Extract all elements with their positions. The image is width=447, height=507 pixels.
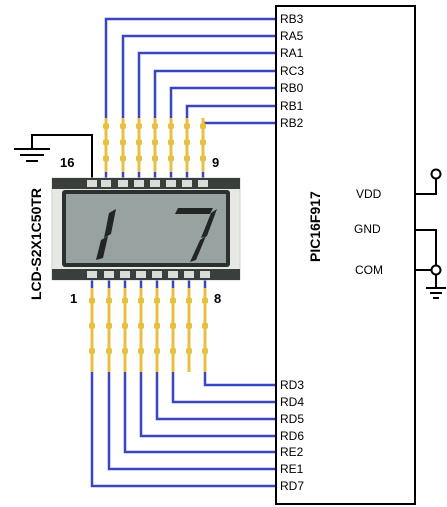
resistor — [103, 118, 109, 172]
lcd-part-number: LCD-S2X1C50TR — [28, 188, 44, 300]
lcd-digit-1 — [96, 209, 116, 260]
lcd-pad — [104, 271, 114, 278]
lcd-pin-pads — [87, 180, 210, 278]
bottom-resistor-row — [89, 288, 208, 372]
lcd-pad — [136, 271, 146, 278]
gnd-pin-label: GND — [354, 222, 381, 236]
terminal-circle-icon — [430, 168, 442, 180]
resistor — [138, 288, 144, 372]
mcu-pin-ra5: RA5 — [280, 29, 304, 43]
wire-re2 — [123, 278, 276, 454]
mcu-pin-rc3: RC3 — [280, 64, 304, 78]
resistor — [186, 288, 192, 372]
lcd-pad — [184, 271, 194, 278]
mcu-pin-rd3: RD3 — [280, 378, 304, 392]
lcd-digit-7 — [175, 208, 217, 262]
lcd-pad — [168, 271, 178, 278]
wire-ra5 — [121, 34, 276, 182]
wire-ra1 — [137, 51, 276, 182]
mcu-pin-ra1: RA1 — [280, 46, 304, 60]
lcd-pad — [87, 271, 97, 278]
ground-symbol-icon — [426, 287, 446, 299]
resistor — [106, 288, 112, 372]
mcu-pin-rb0: RB0 — [280, 81, 304, 95]
wire-rd6 — [139, 278, 276, 438]
lcd-pad — [182, 180, 192, 187]
lcd-pad — [120, 271, 130, 278]
top-resistor-row — [103, 118, 206, 172]
mcu-pin-rd4: RD4 — [280, 395, 304, 409]
mcu-body — [275, 5, 416, 505]
mcu-pin-rb3: RB3 — [280, 12, 304, 26]
wire-rd7 — [90, 278, 276, 488]
mcu-pin-rd5: RD5 — [280, 412, 304, 426]
lcd-pin-1-label: 1 — [70, 291, 77, 306]
resistor — [170, 288, 176, 372]
lcd-pad — [166, 180, 176, 187]
wire-re1 — [107, 278, 276, 471]
lcd-pin-9-label: 9 — [212, 155, 219, 170]
resistor — [168, 118, 174, 172]
lcd-pad — [198, 180, 208, 187]
mcu-pin-rb2: RB2 — [280, 116, 304, 130]
mcu-pin-rd6: RD6 — [280, 429, 304, 443]
mcu-pin-rd7: RD7 — [280, 479, 304, 493]
mcu-pin-re1: RE1 — [280, 462, 304, 476]
lcd-pad — [152, 271, 162, 278]
resistor — [200, 118, 206, 172]
resistor — [89, 288, 95, 372]
lcd-pad — [118, 180, 128, 187]
ground-symbol-icon — [14, 148, 50, 162]
mcu-pin-rb1: RB1 — [280, 99, 304, 113]
gnd-com-connection — [415, 229, 446, 299]
wire-rb3 — [104, 17, 276, 182]
lcd-ground-connection — [14, 134, 93, 182]
resistor — [154, 288, 160, 372]
resistor — [202, 288, 208, 372]
resistor — [184, 118, 190, 172]
resistor — [122, 288, 128, 372]
lcd-pad — [200, 271, 210, 278]
resistor — [120, 118, 126, 172]
lcd-glass — [66, 194, 226, 263]
com-pin-label: COM — [355, 263, 383, 277]
lcd-pin-8-label: 8 — [214, 291, 221, 306]
lcd-pin-16-label: 16 — [60, 155, 74, 170]
resistor — [136, 118, 142, 172]
lcd-pad — [101, 180, 111, 187]
vdd-connection — [415, 168, 442, 195]
lcd-module — [51, 177, 241, 281]
lcd-pad — [150, 180, 160, 187]
resistor — [152, 118, 158, 172]
top-wires — [104, 17, 276, 182]
bottom-wires — [90, 278, 276, 488]
lcd-pad — [134, 180, 144, 187]
vdd-pin-label: VDD — [356, 187, 382, 201]
mcu-part-number: PIC16F917 — [307, 191, 323, 262]
mcu-pin-re2: RE2 — [280, 445, 304, 459]
terminal-circle-icon — [430, 264, 442, 276]
lcd-pad — [87, 180, 97, 187]
wire-rb2 — [201, 121, 276, 182]
